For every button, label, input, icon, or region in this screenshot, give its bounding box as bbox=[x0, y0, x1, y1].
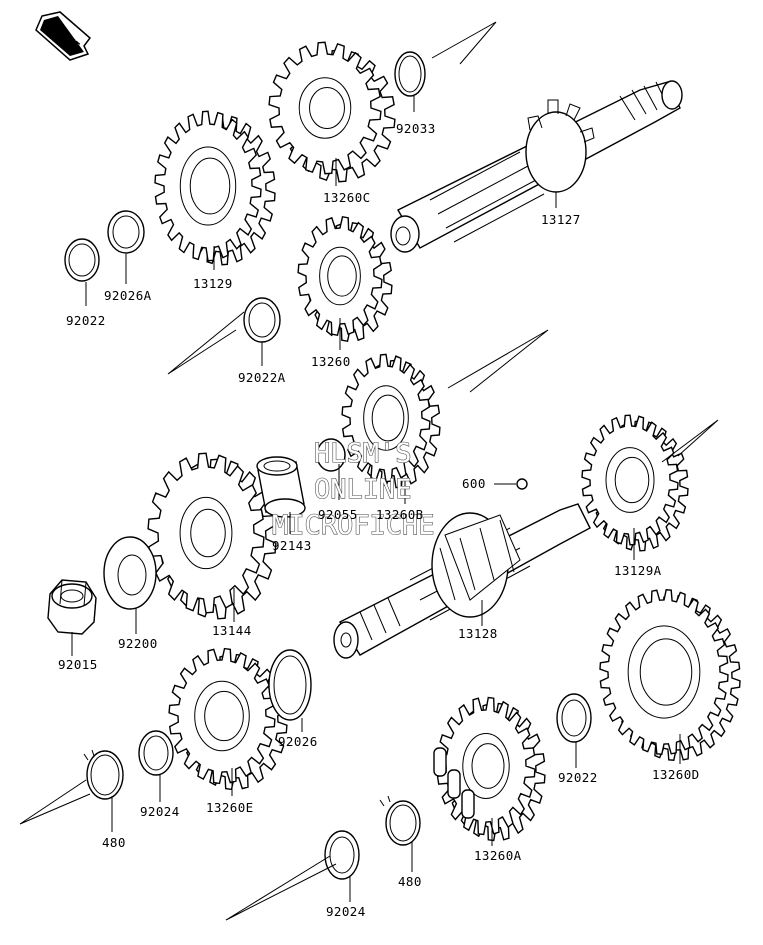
part-label-13129A: 13129A bbox=[614, 563, 662, 578]
part-label-13144: 13144 bbox=[212, 623, 252, 638]
gear-13129A bbox=[581, 414, 689, 552]
part-label-92143: 92143 bbox=[272, 538, 312, 553]
part-label-480-left: 480 bbox=[102, 835, 126, 850]
washer-92024-left bbox=[138, 730, 174, 776]
nut-92015 bbox=[47, 579, 97, 635]
part-label-92024-bottom: 92024 bbox=[326, 904, 366, 919]
gear-13260A-dogs bbox=[433, 747, 475, 819]
circlip-480-right bbox=[379, 795, 421, 846]
part-label-92015: 92015 bbox=[58, 657, 98, 672]
part-label-13260D: 13260D bbox=[652, 767, 700, 782]
part-label-92026A: 92026A bbox=[104, 288, 152, 303]
part-label-92022A: 92022A bbox=[238, 370, 286, 385]
ball-600 bbox=[516, 478, 528, 490]
part-label-92024-left: 92024 bbox=[140, 804, 180, 819]
washer-92022-top bbox=[64, 238, 100, 282]
part-label-13129: 13129 bbox=[193, 276, 233, 291]
part-label-13260A: 13260A bbox=[474, 848, 522, 863]
part-label-92026: 92026 bbox=[278, 734, 318, 749]
gear-13144 bbox=[147, 452, 277, 620]
gear-13260E bbox=[168, 647, 288, 791]
leader-lines bbox=[19, 21, 719, 921]
gears-layer bbox=[147, 41, 741, 842]
gear-on-13127 bbox=[525, 99, 595, 193]
watermark-line3: MICROFICHE bbox=[272, 510, 435, 541]
gear-13260B bbox=[341, 353, 441, 489]
watermark-line2: ONLINE bbox=[314, 474, 412, 505]
gear-13260C bbox=[268, 41, 396, 183]
watermark-circle-mark bbox=[316, 438, 346, 472]
watermark: HLSM'S ONLINE MICROFICHE bbox=[271, 437, 435, 541]
part-label-13260C: 13260C bbox=[323, 190, 371, 205]
part-label-600: 600 bbox=[462, 476, 486, 491]
gear-13260A bbox=[436, 696, 546, 842]
part-label-13260E: 13260E bbox=[206, 800, 254, 815]
part-label-92022-right: 92022 bbox=[558, 770, 598, 785]
washer-92022-right bbox=[556, 693, 592, 743]
gear-13260D bbox=[599, 589, 741, 761]
part-label-92055: 92055 bbox=[318, 507, 358, 522]
gear-13129 bbox=[154, 110, 276, 266]
washer-92026A bbox=[107, 210, 145, 254]
washer-92022A bbox=[243, 297, 281, 343]
part-label-480-right: 480 bbox=[398, 874, 422, 889]
gear-13260 bbox=[297, 215, 393, 343]
part-label-92033: 92033 bbox=[396, 121, 436, 136]
lockwasher-92200 bbox=[103, 536, 157, 610]
part-label-13128: 13128 bbox=[458, 626, 498, 641]
circlip-92033 bbox=[394, 51, 426, 97]
part-label-92200: 92200 bbox=[118, 636, 158, 651]
sleeve-92143 bbox=[256, 456, 306, 518]
part-labels: 92033 13260C 13127 13129 92026A 92022 13… bbox=[58, 121, 700, 919]
washer-92024-bottom bbox=[324, 830, 360, 880]
watermark-line1: HLSM'S bbox=[314, 438, 412, 469]
part-label-13127: 13127 bbox=[541, 212, 581, 227]
part-label-13260B: 13260B bbox=[376, 507, 424, 522]
part-label-13260: 13260 bbox=[311, 354, 351, 369]
part-label-92022-top: 92022 bbox=[66, 313, 106, 328]
circlip-480-left bbox=[83, 749, 124, 800]
input-shaft-13128 bbox=[333, 503, 591, 659]
front-arrow-icon: FRONT bbox=[35, 11, 92, 61]
washer-92026 bbox=[268, 649, 312, 721]
